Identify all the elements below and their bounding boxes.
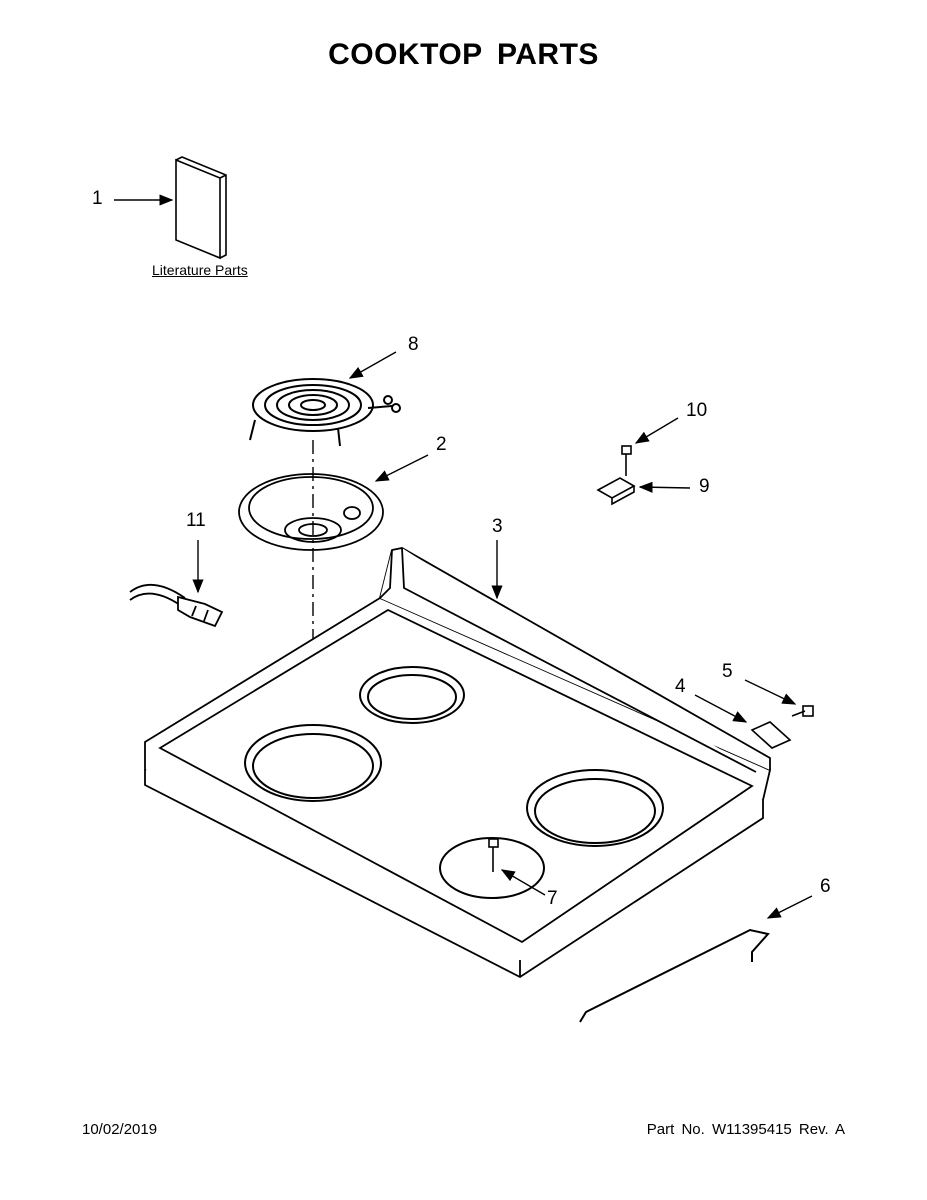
screw-10: [621, 445, 632, 476]
bracket-9: [596, 477, 636, 506]
cooktop-main: [144, 547, 772, 979]
surface-element: [249, 378, 401, 447]
callout-11: 11: [186, 510, 206, 531]
drip-bowl: [238, 473, 384, 551]
rod-6: [579, 928, 770, 1023]
leader-8: [348, 351, 397, 379]
callout-6: 6: [820, 876, 831, 897]
leader-10: [634, 417, 679, 444]
footer-date: 10/02/2019: [82, 1121, 158, 1138]
burner-openings: [244, 666, 664, 899]
footer-part-number: Part No. W11395415 Rev. A: [646, 1121, 845, 1138]
callout-8: 8: [408, 334, 419, 355]
callout-2: 2: [436, 434, 447, 455]
callout-9: 9: [699, 476, 710, 497]
callout-7: 7: [547, 888, 558, 909]
clip-4: [750, 721, 792, 749]
screw-7: [488, 838, 499, 872]
wire-harness: [129, 583, 224, 628]
callout-3: 3: [492, 516, 503, 537]
callout-1: 1: [92, 188, 103, 209]
literature-parts-label: Literature Parts: [152, 262, 248, 278]
literature-booklet: [175, 156, 227, 260]
callout-4: 4: [675, 676, 686, 697]
leader-5: [744, 679, 797, 705]
screw-5: [791, 705, 814, 717]
leader-4: [694, 694, 748, 723]
leader-7: [500, 869, 546, 896]
callout-5: 5: [722, 661, 733, 682]
leader-2: [374, 454, 429, 482]
page-title: COOKTOP PARTS: [328, 38, 599, 71]
leader-9: [638, 481, 691, 493]
callout-10: 10: [686, 400, 708, 421]
leader-6: [766, 895, 813, 919]
